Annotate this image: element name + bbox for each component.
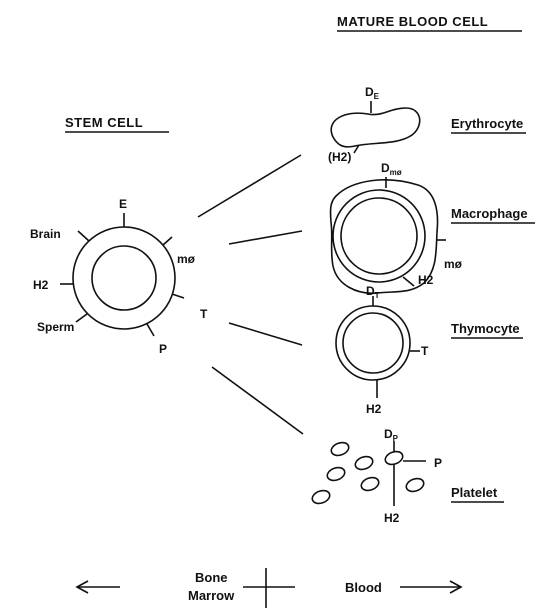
thymocyte-nucleus bbox=[343, 313, 403, 373]
mature-blood-cell-heading: MATURE BLOOD CELL bbox=[337, 14, 488, 29]
macrophage: Dmø mø H2 Macrophage bbox=[331, 161, 535, 293]
erythrocyte-shape bbox=[331, 108, 420, 147]
stem-cell-heading: STEM CELL bbox=[65, 115, 143, 130]
macrophage-d-label: Dmø bbox=[381, 161, 402, 177]
erythrocyte-h2-label: (H2) bbox=[328, 150, 351, 164]
stem-cell: E Brain mø H2 T Sperm P bbox=[30, 197, 208, 356]
macrophage-h2-label: H2 bbox=[418, 273, 434, 287]
thymocyte-d-label: DT bbox=[366, 284, 380, 300]
platelet-label: Platelet bbox=[451, 485, 498, 500]
platelet bbox=[353, 454, 374, 471]
stem-marker-mo-tick bbox=[163, 237, 172, 245]
stem-cell-nucleus bbox=[92, 246, 156, 310]
platelet-p-label: P bbox=[434, 456, 442, 470]
line-to-thymocyte bbox=[229, 323, 302, 345]
platelet bbox=[310, 488, 331, 505]
stem-marker-t-label: T bbox=[200, 307, 208, 321]
stem-marker-brain-tick bbox=[78, 231, 89, 241]
macrophage-nucleus bbox=[341, 198, 417, 274]
erythrocyte-label: Erythrocyte bbox=[451, 116, 523, 131]
stem-marker-e-label: E bbox=[119, 197, 127, 211]
erythrocyte-d-label: DE bbox=[365, 85, 380, 101]
bone-label: Bone bbox=[195, 570, 228, 585]
erythrocyte: DE (H2) Erythrocyte bbox=[328, 85, 526, 164]
thymocyte-h2-label: H2 bbox=[366, 402, 382, 416]
stem-marker-sperm-tick bbox=[76, 314, 87, 322]
platelet bbox=[329, 440, 350, 457]
stem-cell-outer-membrane bbox=[73, 227, 175, 329]
thymocyte-label: Thymocyte bbox=[451, 321, 520, 336]
macrophage-label: Macrophage bbox=[451, 206, 528, 221]
platelet bbox=[404, 476, 425, 493]
thymocyte-t-label: T bbox=[421, 344, 429, 358]
platelet-h2-label: H2 bbox=[384, 511, 400, 525]
stem-marker-t-tick bbox=[172, 294, 184, 298]
line-to-macrophage bbox=[229, 231, 302, 244]
platelet bbox=[325, 465, 346, 482]
stem-marker-brain-label: Brain bbox=[30, 227, 61, 241]
stem-marker-h2-label: H2 bbox=[33, 278, 49, 292]
stem-marker-mo-label: mø bbox=[177, 252, 196, 266]
platelet-d-label: DP bbox=[384, 427, 399, 443]
stem-marker-p-label: P bbox=[159, 342, 167, 356]
platelet bbox=[359, 475, 380, 492]
marrow-label: Marrow bbox=[188, 588, 235, 603]
thymocyte: DT T H2 Thymocyte bbox=[336, 284, 523, 416]
macrophage-outer-ring bbox=[333, 190, 425, 282]
macrophage-mo-label: mø bbox=[444, 257, 463, 271]
stem-marker-sperm-label: Sperm bbox=[37, 320, 74, 334]
line-to-platelet bbox=[212, 367, 303, 434]
bone-marrow-blood-axis: Bone Marrow Blood bbox=[77, 568, 461, 608]
macrophage-h2-tick bbox=[403, 277, 414, 286]
thymocyte-outer-membrane bbox=[336, 306, 410, 380]
platelet-cluster: DP P H2 Platelet bbox=[310, 427, 504, 525]
stem-marker-p-tick bbox=[147, 324, 154, 336]
line-to-erythrocyte bbox=[198, 155, 301, 217]
blood-label: Blood bbox=[345, 580, 382, 595]
